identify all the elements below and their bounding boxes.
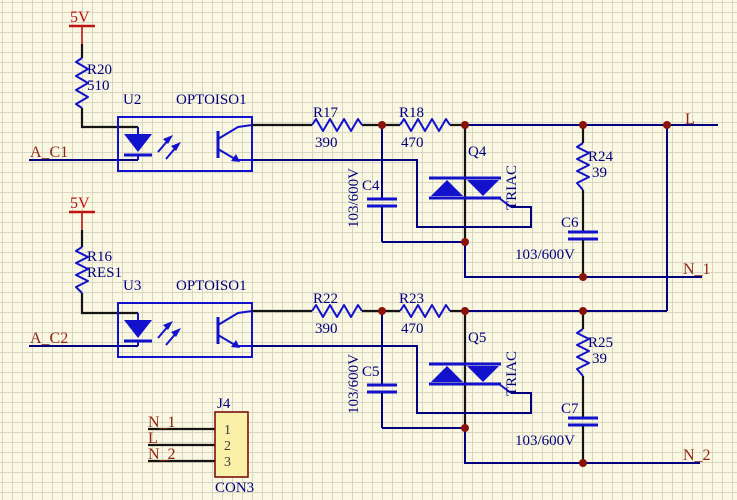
designator-J4[interactable]: J4 <box>217 396 231 412</box>
resistor-R16[interactable]: R16 RES1 <box>75 230 138 315</box>
triac-Q5[interactable]: Q5 TRIAC <box>429 311 520 428</box>
value-R22[interactable]: 390 <box>315 321 338 337</box>
connector-J4[interactable]: J4 CON3 1 2 3 N_1 L N_2 <box>148 396 254 496</box>
value-R17[interactable]: 390 <box>315 135 338 151</box>
designator-Q4[interactable]: Q4 <box>468 144 487 160</box>
designator-C4[interactable]: C4 <box>362 178 380 194</box>
designator-R20[interactable]: R20 <box>87 62 112 78</box>
designator-R17[interactable]: R17 <box>313 105 339 121</box>
led-symbol <box>124 313 152 346</box>
net-label-N1[interactable]: N_1 <box>683 261 711 278</box>
wire-gate-ch2[interactable] <box>252 345 532 414</box>
junction-dot <box>378 121 386 129</box>
wire-n2[interactable] <box>464 428 700 464</box>
net-label-j4-n2[interactable]: N_2 <box>148 446 176 463</box>
junction-dot <box>461 238 469 246</box>
value-R23[interactable]: 470 <box>401 321 424 337</box>
value-R25[interactable]: 39 <box>592 351 607 367</box>
junction-dot <box>579 121 587 129</box>
resistor-R23[interactable]: R23 470 <box>399 291 451 337</box>
value-R20[interactable]: 510 <box>87 78 110 94</box>
capacitor-C4[interactable]: C4 103/600V <box>346 125 397 242</box>
led-symbol <box>124 127 152 160</box>
capacitor-C6[interactable]: C6 103/600V <box>515 215 598 277</box>
value-U2[interactable]: OPTOISO1 <box>176 92 247 108</box>
power-port-5v-2[interactable]: 5V <box>69 195 95 230</box>
value-Q4[interactable]: TRIAC <box>504 165 520 210</box>
light-arrows-icon <box>157 321 181 346</box>
designator-C5[interactable]: C5 <box>362 364 380 380</box>
value-R24[interactable]: 39 <box>592 165 607 181</box>
designator-Q5[interactable]: Q5 <box>468 330 486 346</box>
designator-U3[interactable]: U3 <box>123 278 141 294</box>
net-label-N2[interactable]: N_2 <box>683 447 711 464</box>
designator-R18[interactable]: R18 <box>399 105 424 121</box>
junction-dot <box>461 121 469 129</box>
capacitor-C5[interactable]: C5 103/600V <box>346 311 397 428</box>
net-A_C2[interactable]: A_C2 <box>29 330 138 347</box>
net-label-j4-l[interactable]: L <box>148 430 158 447</box>
designator-U2[interactable]: U2 <box>123 92 141 108</box>
optocoupler-U2[interactable]: U2 OPTOISO1 <box>117 92 253 172</box>
value-Q5[interactable]: TRIAC <box>504 351 520 396</box>
value-C6[interactable]: 103/600V <box>515 247 575 263</box>
net-A_C1[interactable]: A_C1 <box>29 144 138 161</box>
resistor-R17[interactable]: R17 390 <box>311 105 363 151</box>
resistor-R18[interactable]: R18 470 <box>399 105 451 151</box>
wire-gate-ch1[interactable] <box>252 159 532 228</box>
junction-dots <box>378 121 671 467</box>
pin-number-1: 1 <box>224 423 231 438</box>
value-C7[interactable]: 103/600V <box>515 433 575 449</box>
power-label-5v-2[interactable]: 5V <box>70 195 90 212</box>
net-label-L[interactable]: L <box>685 111 695 128</box>
junction-dot <box>461 424 469 432</box>
designator-C6[interactable]: C6 <box>561 215 579 231</box>
pin-number-2: 2 <box>224 439 231 454</box>
power-label-5v-1[interactable]: 5V <box>70 9 90 26</box>
optocoupler-U3[interactable]: U3 OPTOISO1 <box>117 278 253 358</box>
junction-dot <box>579 459 587 467</box>
value-J4[interactable]: CON3 <box>215 480 254 496</box>
phototransistor-symbol <box>216 124 253 162</box>
value-R18[interactable]: 470 <box>401 135 424 151</box>
triac-gate-lead <box>498 383 512 394</box>
designator-R16[interactable]: R16 <box>87 249 113 265</box>
net-label-A_C2[interactable]: A_C2 <box>30 330 68 347</box>
designator-R25[interactable]: R25 <box>588 335 613 351</box>
phototransistor-symbol <box>216 310 253 348</box>
designator-R23[interactable]: R23 <box>399 291 424 307</box>
designator-C7[interactable]: C7 <box>561 401 579 417</box>
value-C4[interactable]: 103/600V <box>346 168 362 228</box>
triac-gate-lead <box>498 197 512 208</box>
resistor-R25[interactable]: R25 39 <box>576 311 613 417</box>
resistor-R22[interactable]: R22 390 <box>311 291 363 337</box>
pin-number-3: 3 <box>224 455 231 470</box>
light-arrows-icon <box>157 135 181 160</box>
junction-dot <box>461 307 469 315</box>
junction-dot <box>579 273 587 281</box>
wire-n1[interactable] <box>464 242 702 278</box>
junction-dot <box>378 307 386 315</box>
net-label-A_C1[interactable]: A_C1 <box>30 144 68 161</box>
value-R16[interactable]: RES1 <box>87 265 122 281</box>
junction-dot <box>579 307 587 315</box>
designator-R22[interactable]: R22 <box>313 291 338 307</box>
resistor-R20[interactable]: R20 510 <box>75 44 138 129</box>
designator-R24[interactable]: R24 <box>588 149 614 165</box>
capacitor-C7[interactable]: C7 103/600V <box>515 401 598 463</box>
triac-Q4[interactable]: Q4 TRIAC <box>429 125 520 242</box>
value-U3[interactable]: OPTOISO1 <box>176 278 247 294</box>
junction-dot <box>663 121 671 129</box>
power-port-5v-1[interactable]: 5V <box>69 9 95 44</box>
net-label-j4-n1[interactable]: N_1 <box>148 414 176 431</box>
value-C5[interactable]: 103/600V <box>346 354 362 414</box>
resistor-R24[interactable]: R24 39 <box>576 125 614 231</box>
